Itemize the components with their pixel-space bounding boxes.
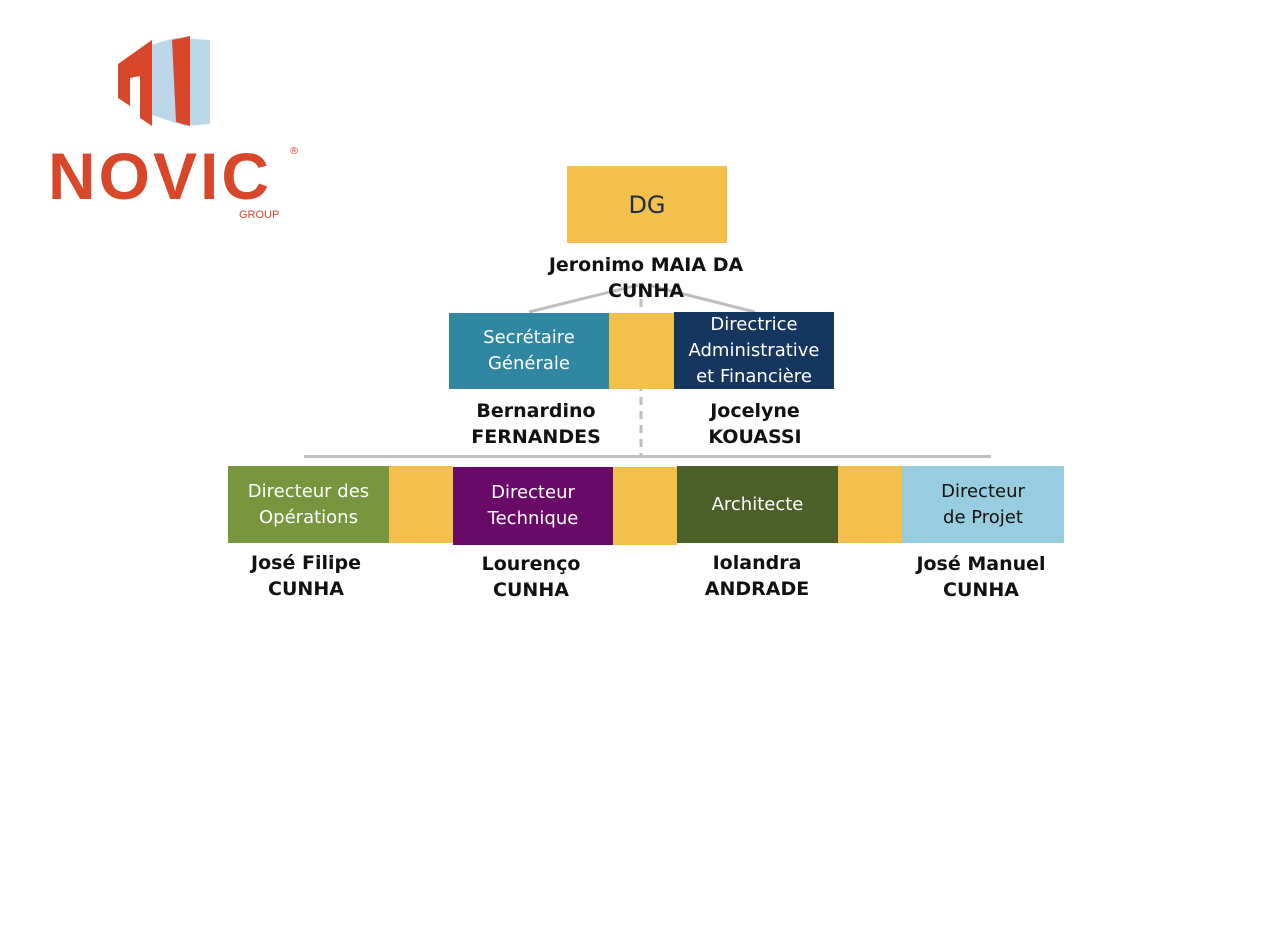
arch-box: Architecte [677, 466, 838, 543]
dg-name: Jeronimo MAIA DA CUNHA [548, 254, 744, 302]
dg-box: DG [567, 166, 727, 243]
accent-block [838, 466, 902, 543]
registered-mark: ® [289, 146, 299, 157]
logo-wordmark: NOVIC [48, 139, 273, 213]
logo-subtitle: GROUP [239, 209, 280, 221]
logo-building-icon [118, 36, 210, 126]
accent-block [609, 313, 674, 389]
tech-name: Lourenço CUNHA [481, 553, 581, 601]
ops-name: José Filipe CUNHA [251, 552, 361, 600]
daf-name: Jocelyne KOUASSI [708, 400, 802, 448]
accent-block [389, 466, 453, 543]
connector-daf [647, 283, 756, 314]
daf-box: Directrice Administrative et Financière [674, 312, 834, 389]
proj-box: Directeur de Projet [902, 466, 1064, 543]
sg-box: Secrétaire Générale [449, 313, 609, 389]
accent-block [613, 467, 677, 545]
proj-name: José Manuel CUNHA [916, 553, 1046, 601]
ops-box: Directeur des Opérations [228, 466, 389, 543]
tech-box: Directeur Technique [453, 467, 613, 545]
arch-name: Iolandra ANDRADE [704, 552, 810, 600]
connector-sg [528, 283, 639, 314]
sg-name: Bernardino FERNANDES [471, 400, 601, 448]
